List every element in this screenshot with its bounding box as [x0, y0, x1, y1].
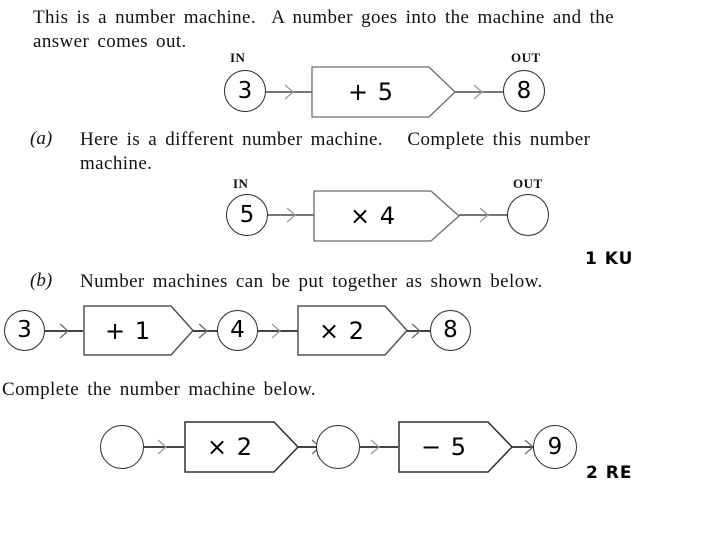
node-q-output: 9: [533, 425, 577, 469]
part-a-paragraph: Here is a different number machine. Comp…: [80, 129, 591, 174]
in-label-part-a: IN: [233, 176, 249, 191]
out-label-part-a: OUT: [513, 176, 543, 191]
part-a-letter: (a): [30, 128, 53, 149]
part-b-paragraph: Number machines can be put together as s…: [80, 271, 543, 292]
operation-box-b-1: + 1: [83, 305, 195, 356]
operation-box-example: + 5: [311, 66, 457, 118]
mark-2-re: 2 RE: [586, 463, 633, 483]
node-input-part-a: 5: [226, 194, 268, 236]
operation-label-part-a: × 4: [349, 202, 396, 230]
arrow-part-a-1: [268, 204, 314, 226]
node-b-input: 3: [4, 310, 45, 351]
node-output-example: 8: [503, 70, 545, 112]
complete-instruction: Complete the number machine below.: [2, 379, 317, 400]
operation-label-example: + 5: [347, 78, 394, 106]
node-b-middle: 4: [217, 310, 258, 351]
operation-box-q-2: − 5: [398, 421, 514, 473]
arrow-b-3: [258, 320, 298, 342]
operation-box-part-a: × 4: [313, 190, 461, 242]
arrow-example-1: [266, 81, 312, 103]
arrow-b-4: [407, 320, 433, 342]
node-q-input: [100, 425, 144, 469]
out-label-example: OUT: [511, 50, 541, 65]
operation-label-b-1: + 1: [104, 316, 151, 345]
part-b-letter: (b): [30, 270, 53, 291]
mark-1-ku: 1 KU: [585, 249, 634, 269]
arrow-b-1: [45, 320, 83, 342]
arrow-part-a-2: [459, 204, 509, 226]
arrow-b-2: [193, 320, 218, 342]
arrow-q-1: [144, 436, 184, 458]
node-output-part-a: [507, 194, 549, 236]
node-b-output: 8: [430, 310, 471, 351]
node-q-middle: [316, 425, 360, 469]
intro-paragraph: This is a number machine. A number goes …: [33, 7, 615, 52]
operation-label-q-2: − 5: [420, 433, 467, 461]
in-label-example: IN: [230, 50, 246, 65]
node-input-example: 3: [224, 70, 266, 112]
operation-box-q-1: × 2: [184, 421, 300, 473]
operation-label-b-2: × 2: [318, 316, 365, 345]
arrow-q-3: [360, 436, 398, 458]
operation-label-q-1: × 2: [206, 433, 253, 461]
arrow-example-2: [455, 81, 503, 103]
operation-box-b-2: × 2: [297, 305, 409, 356]
